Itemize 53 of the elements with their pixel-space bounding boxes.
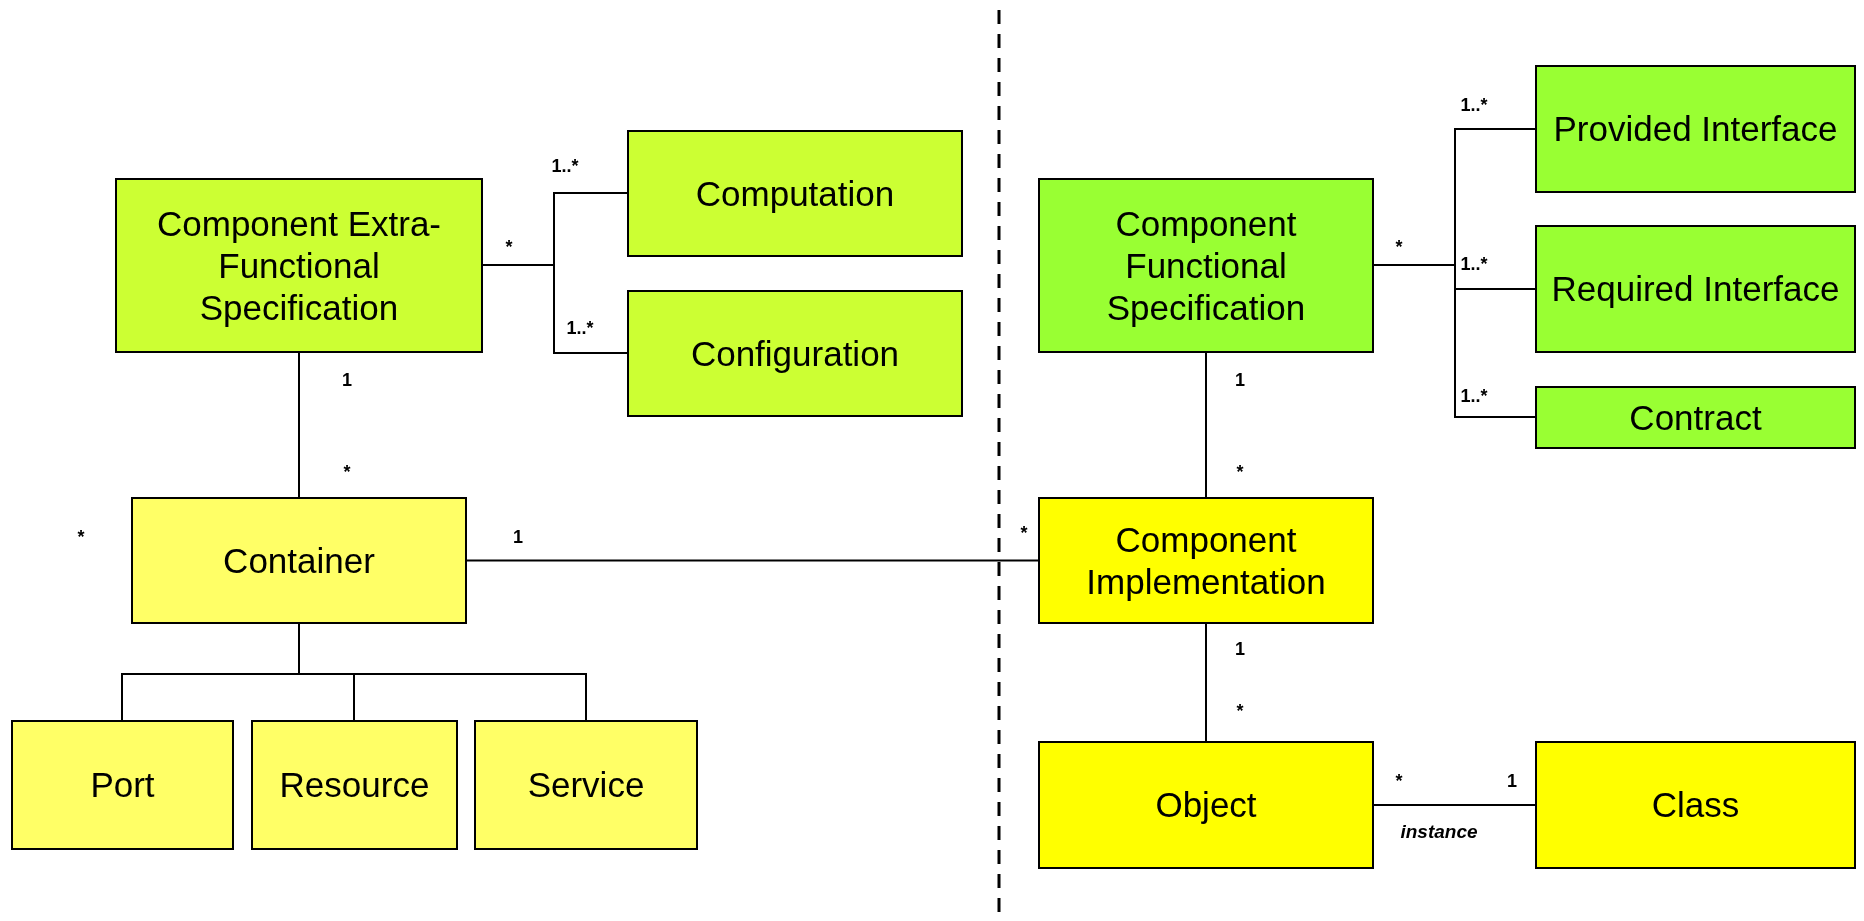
class-box [251,720,458,850]
class-name: Configuration [690,332,900,375]
class-box [474,720,698,850]
multiplicity-label: * [1236,700,1244,722]
connector-line [466,559,1039,562]
connector-line [1205,623,1207,742]
multiplicity-label: 1 [1507,770,1517,792]
class-name: Component Extra-Functional Specification [156,202,442,329]
class-name: Object [1155,784,1257,826]
connector-line [298,352,300,498]
class-name: Service [527,764,645,806]
class-box [1535,225,1856,353]
class-name: Resource [279,764,430,806]
class-name: Contract [1629,396,1762,439]
class-name: Port [90,764,155,806]
class-box [1038,497,1374,624]
multiplicity-label: * [77,526,85,548]
class-box [131,497,467,624]
class-box [11,720,234,850]
class-name: Class [1651,784,1740,826]
multiplicity-label: 1 [1235,638,1245,660]
class-name: Container [223,539,375,582]
class-name: Required Interface [1551,268,1840,310]
connector-line [1373,804,1536,806]
class-box [115,178,483,353]
multiplicity-label: * [1395,236,1403,258]
class-box [627,130,963,257]
class-name: Component Functional Specification [1105,202,1307,329]
multiplicity-label: 1..* [566,317,594,339]
connector-line [1205,352,1207,498]
multiplicity-label: * [1020,522,1028,544]
multiplicity-label: 1..* [1460,253,1488,275]
multiplicity-label: * [505,236,513,258]
multiplicity-label: * [1395,770,1403,792]
multiplicity-label: 1 [342,369,352,391]
multiplicity-label: 1..* [551,155,579,177]
connector-line [482,264,628,354]
class-name: Computation [695,172,895,215]
class-name: Provided Interface [1553,108,1838,150]
class-box [1535,386,1856,449]
multiplicity-label: 1..* [1460,385,1488,407]
class-box [1535,741,1856,869]
multiplicity-label: * [1236,461,1244,483]
class-box [1535,65,1856,193]
class-box [1038,178,1374,353]
class-name: Component Implementation [1085,518,1327,603]
class-box [627,290,963,417]
multiplicity-label: 1..* [1460,94,1488,116]
multiplicity-label: 1 [1235,369,1245,391]
multiplicity-label: 1 [513,526,523,548]
connector-line [1373,264,1536,418]
class-box [1038,741,1374,869]
multiplicity-label: * [343,461,351,483]
